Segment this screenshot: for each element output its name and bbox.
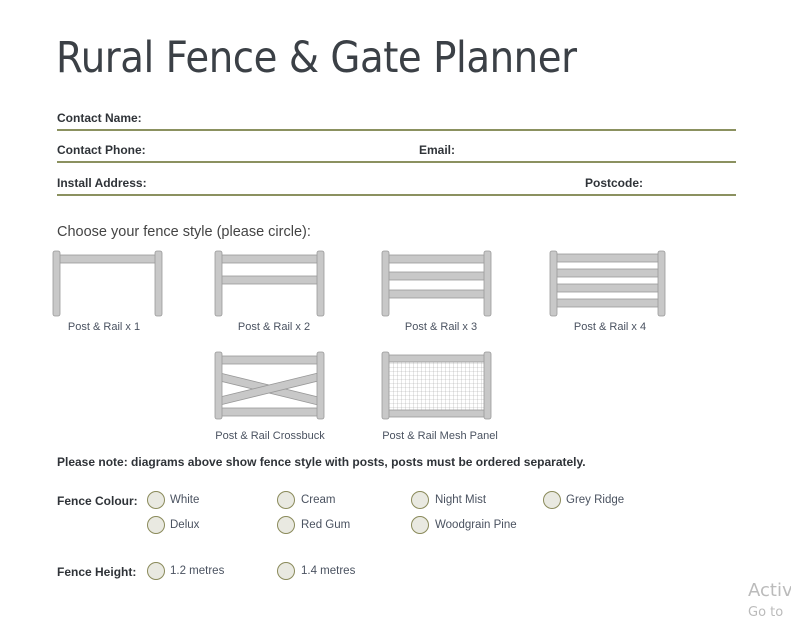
activation-watermark-text: Go to: [748, 605, 784, 620]
height-radio-1-4[interactable]: [277, 562, 295, 580]
fence-style-prompt: Choose your fence style (please circle):: [57, 224, 311, 240]
colour-option: Woodgrain Pine: [435, 519, 517, 531]
colour-radio-white[interactable]: [147, 491, 165, 509]
style-caption: Post & Rail x 2: [237, 321, 311, 333]
fence-diagram-rail-3[interactable]: [381, 248, 493, 318]
colour-radio-woodgrain-pine[interactable]: [411, 516, 429, 534]
fence-diagram-rail-4[interactable]: [549, 248, 667, 318]
height-option: 1.4 metres: [301, 565, 356, 577]
fence-diagram-mesh[interactable]: [381, 351, 493, 421]
colour-option: Grey Ridge: [566, 494, 625, 506]
install-address-label: Install Address:: [57, 176, 147, 190]
colour-radio-night-mist[interactable]: [411, 491, 429, 509]
posts-note: Please note: diagrams above show fence s…: [57, 455, 586, 469]
fence-colour-label: Fence Colour:: [57, 494, 138, 508]
fence-diagram-crossbuck[interactable]: [214, 351, 326, 421]
fence-diagram-rail-2[interactable]: [214, 248, 326, 318]
address-postcode-field[interactable]: [57, 194, 736, 196]
postcode-label: Postcode:: [585, 176, 644, 190]
height-radio-1-2[interactable]: [147, 562, 165, 580]
colour-radio-cream[interactable]: [277, 491, 295, 509]
fence-diagram-rail-1[interactable]: [52, 248, 164, 318]
fence-height-label: Fence Height:: [57, 565, 137, 579]
email-label: Email:: [419, 143, 456, 157]
colour-option: Night Mist: [435, 494, 487, 506]
style-caption: Post & Rail x 3: [404, 321, 478, 333]
colour-option: White: [170, 494, 200, 506]
contact-name-label: Contact Name:: [57, 111, 142, 125]
phone-email-field[interactable]: [57, 161, 736, 163]
style-caption: Post & Rail x 4: [573, 321, 647, 333]
height-option: 1.2 metres: [170, 565, 225, 577]
colour-radio-red-gum[interactable]: [277, 516, 295, 534]
colour-option: Red Gum: [301, 519, 351, 531]
colour-option: Cream: [301, 494, 336, 506]
style-caption: Post & Rail Crossbuck: [215, 430, 325, 442]
page-title: Rural Fence & Gate Planner: [56, 33, 577, 83]
style-caption: Post & Rail Mesh Panel: [382, 430, 498, 442]
contact-name-field[interactable]: [57, 129, 736, 131]
style-caption: Post & Rail x 1: [67, 321, 141, 333]
colour-radio-grey-ridge[interactable]: [543, 491, 561, 509]
activation-watermark-title: Activ: [748, 580, 791, 601]
colour-option: Delux: [170, 519, 200, 531]
colour-radio-delux[interactable]: [147, 516, 165, 534]
contact-phone-label: Contact Phone:: [57, 143, 146, 157]
